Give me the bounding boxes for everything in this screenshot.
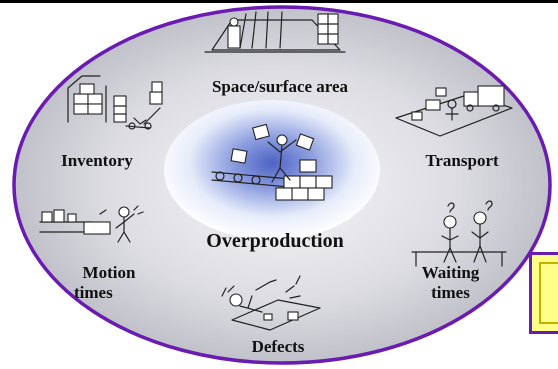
waiting-times-label: Waiting times bbox=[413, 263, 488, 303]
sticky-note-inner bbox=[539, 262, 558, 324]
motion-times-label: Motion times bbox=[74, 263, 144, 303]
overproduction-label: Overproduction bbox=[206, 230, 344, 252]
transport-illustration bbox=[395, 85, 513, 137]
space-illustration bbox=[204, 11, 346, 53]
top-rule bbox=[0, 0, 558, 3]
waiting-line-2: times bbox=[431, 283, 470, 302]
defects-label: Defects bbox=[251, 337, 305, 356]
overproduction-illustration bbox=[211, 123, 333, 201]
waiting-illustration bbox=[411, 200, 507, 267]
motion-illustration bbox=[39, 205, 144, 243]
motion-line-1: Motion bbox=[82, 263, 136, 282]
space-surface-label: Space/surface area bbox=[211, 77, 349, 96]
inventory-label: Inventory bbox=[61, 151, 133, 170]
transport-label: Transport bbox=[425, 151, 499, 170]
center-glow bbox=[164, 100, 380, 240]
inventory-illustration bbox=[67, 75, 163, 130]
defects-illustration bbox=[221, 275, 321, 331]
waiting-line-1: Waiting bbox=[421, 263, 480, 282]
sticky-note bbox=[529, 252, 558, 334]
motion-line-2: times bbox=[74, 283, 113, 302]
